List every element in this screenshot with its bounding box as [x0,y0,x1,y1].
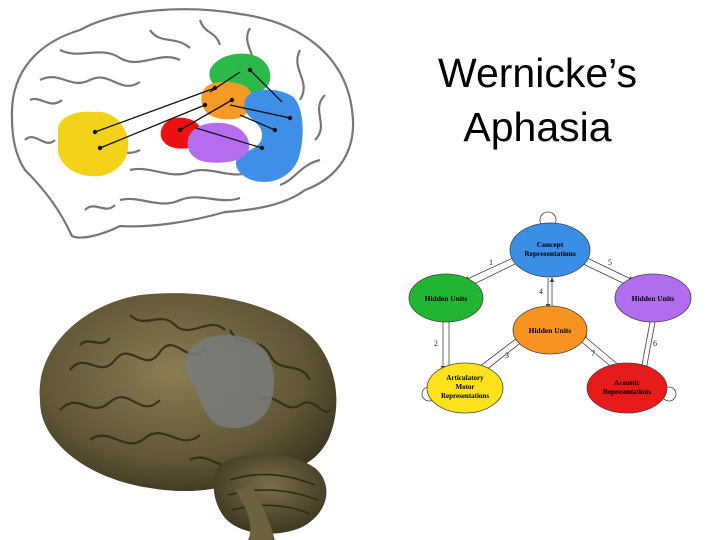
cerebrum [39,293,337,492]
wernicke-area-shading [184,334,275,429]
brain-regions-illustration [10,8,355,239]
node-articulatory-line1: Articulatory [446,374,484,382]
node-hidden-right: Hidden Units [614,273,692,323]
node-hidden-center: Hidden Units [512,305,588,355]
edge-number-4: 4 [539,287,543,296]
node-concept-line2: Representations [524,249,576,258]
region-purple [187,122,250,163]
node-concept: Concept Representations [509,222,591,278]
node-articulatory-line3: Representations [441,392,489,400]
node-concept-line1: Concept [537,240,564,249]
slide-title: Wernicke’s Aphasia [405,46,670,154]
title-line-1: Wernicke’s [438,50,637,96]
region-yellow [58,111,129,177]
connection-lines [94,69,291,149]
node-hidden-right-label: Hidden Units [632,294,675,303]
edge-numbers: 1 5 4 2 3 7 6 [434,258,657,360]
node-hidden-center-label: Hidden Units [529,326,572,335]
node-acoustic: Acoustic Representations [586,362,668,414]
node-articulatory: Articulatory Motor Representations [426,362,504,414]
cerebellum [213,454,327,534]
brainstem [235,486,275,540]
node-articulatory-line2: Motor [455,383,474,391]
edge-number-6: 6 [653,339,657,348]
region-blue [235,89,303,182]
edge-number-2: 2 [434,339,438,348]
network-diagram: Concept Representations Hidden Units Hid… [408,211,692,414]
edge-number-3: 3 [505,351,509,360]
connection-endpoints [92,67,293,151]
title-line-2: Aphasia [463,104,612,150]
network-edges [440,256,658,375]
node-acoustic-line2: Representations [603,388,651,396]
node-acoustic-line1: Acoustic [614,379,640,387]
node-hidden-left: Hidden Units [408,273,484,323]
node-hidden-left-label: Hidden Units [425,294,468,303]
edge-number-5: 5 [608,258,612,267]
edge-number-7: 7 [591,349,595,358]
brain-photo-illustration [39,293,337,540]
edge-number-1: 1 [489,258,493,267]
